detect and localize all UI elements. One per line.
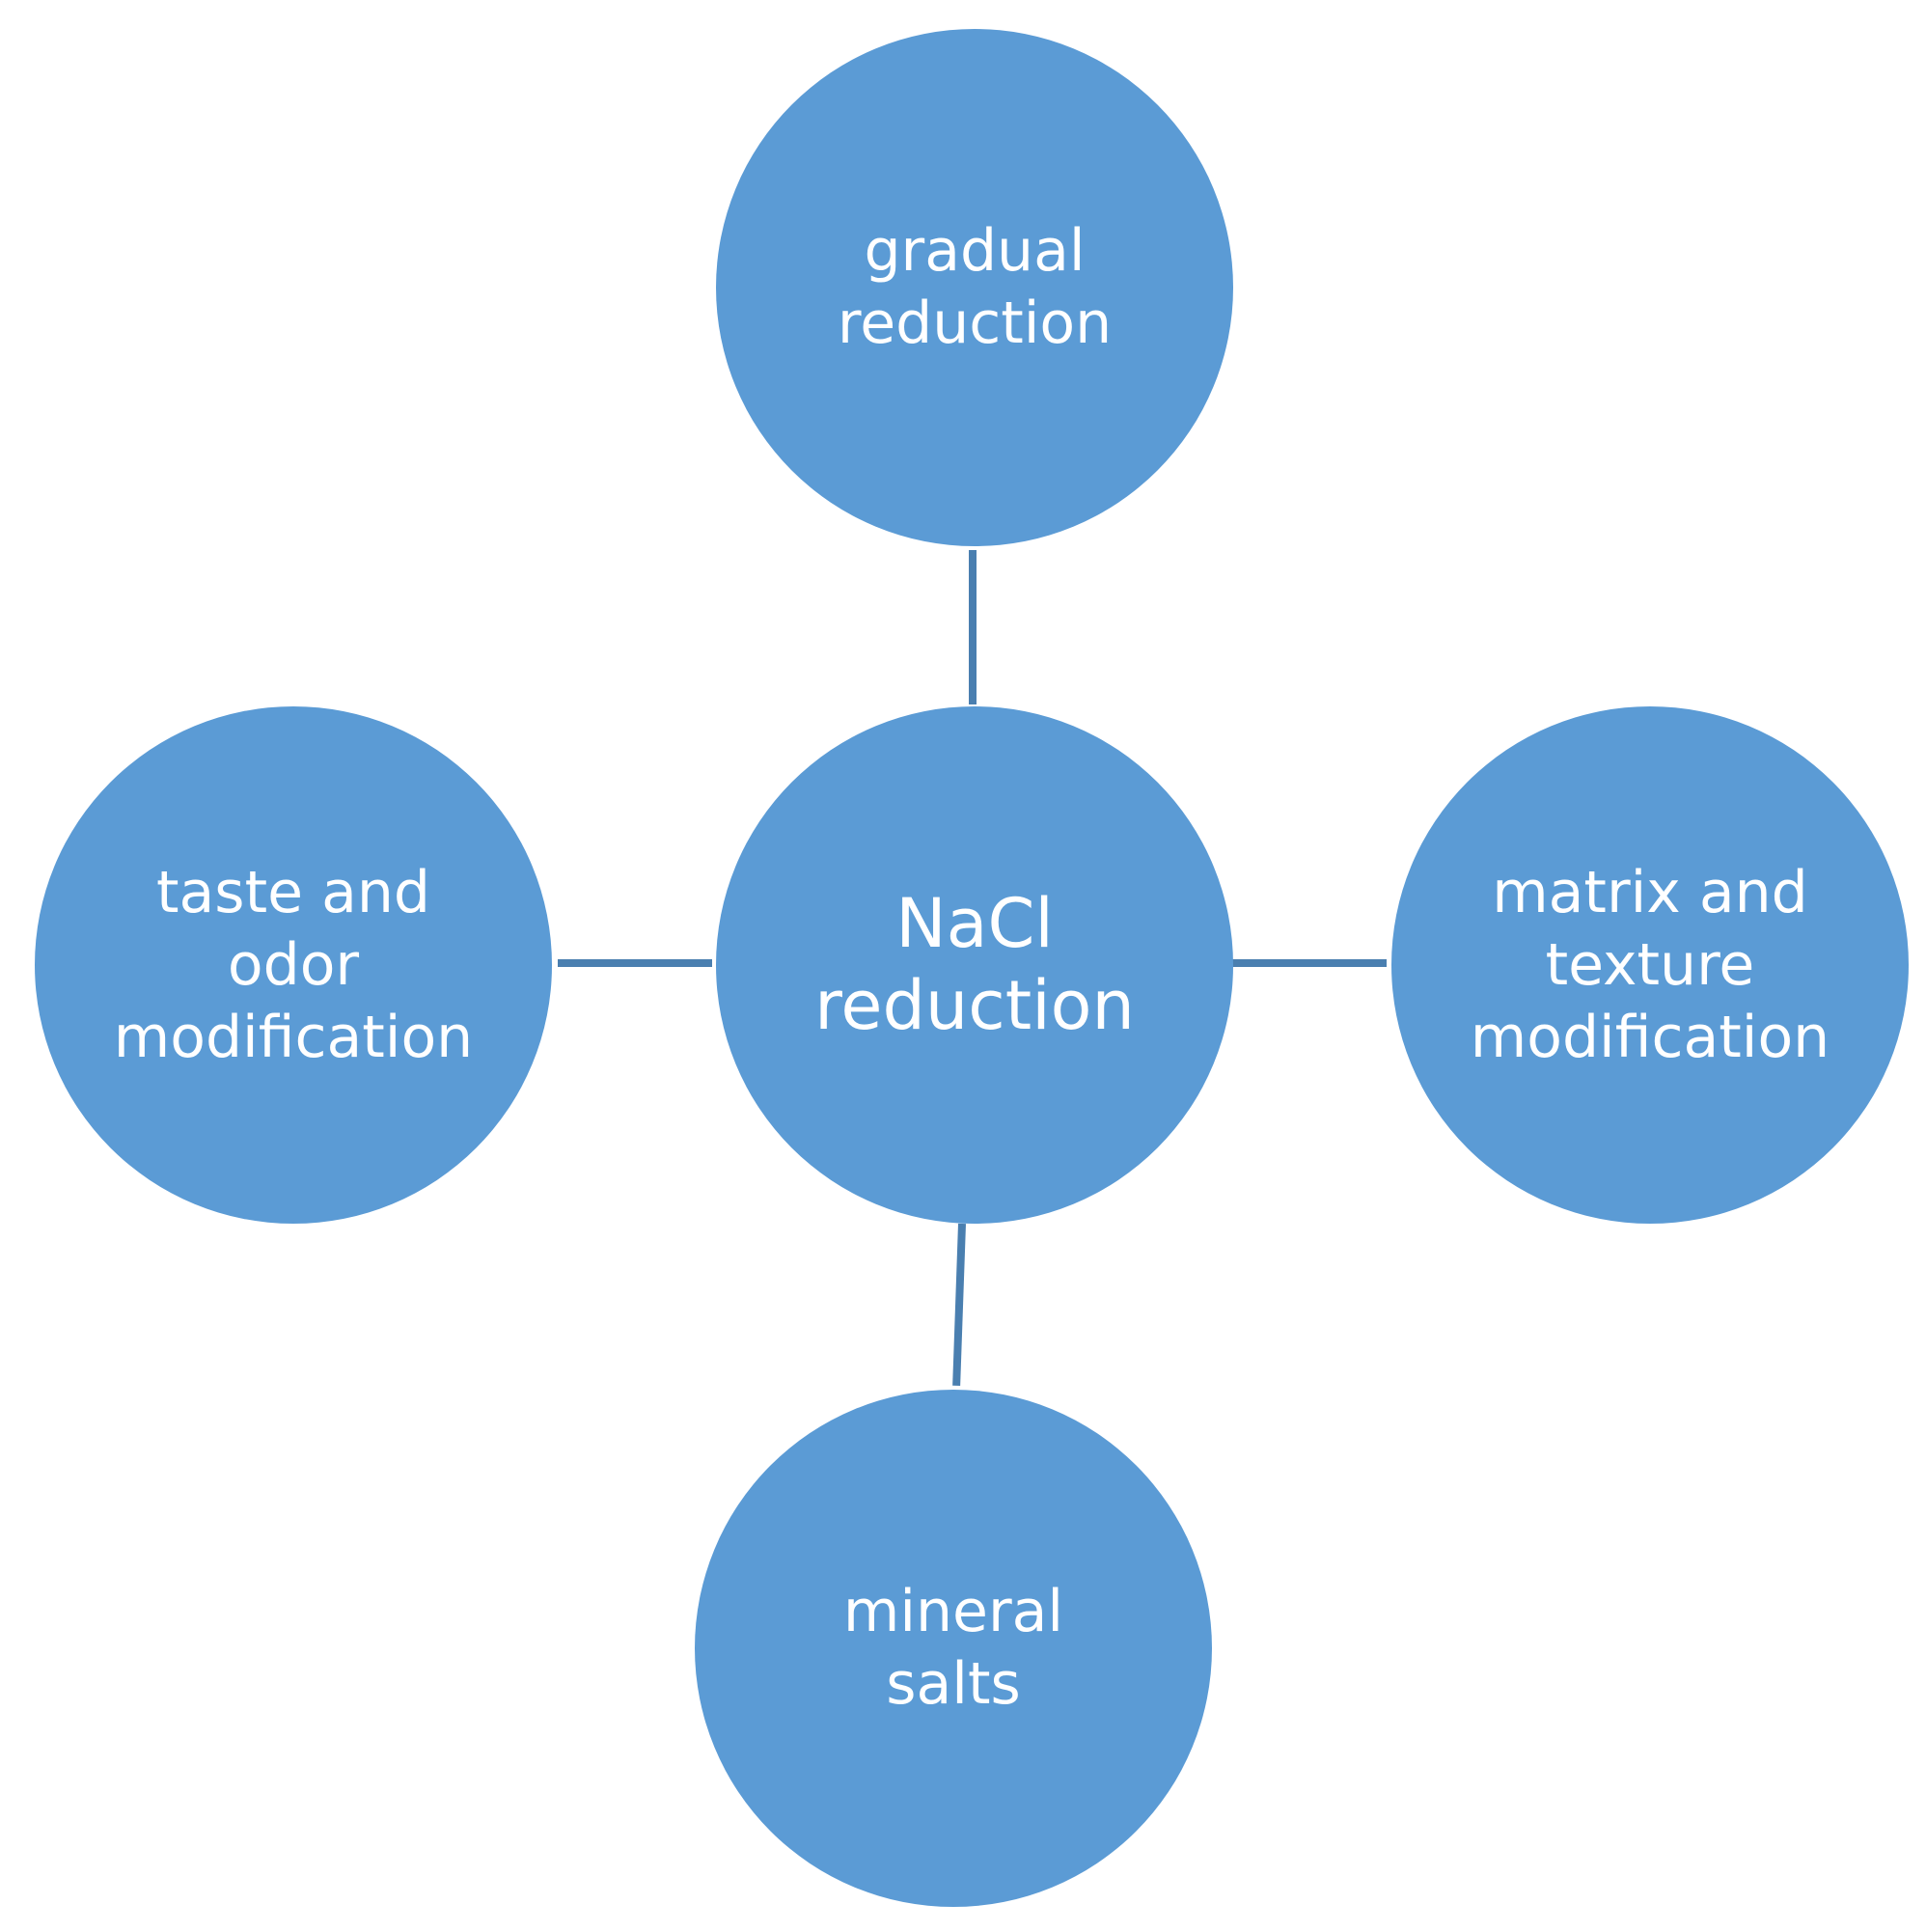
- node-label: NaCl reduction: [814, 883, 1135, 1045]
- node-matrix-texture-modification: matrix and texture modification: [1391, 706, 1909, 1224]
- node-label: taste and odor modification: [113, 858, 474, 1071]
- node-mineral-salts: mineral salts: [695, 1390, 1212, 1907]
- node-taste-odor-modification: taste and odor modification: [35, 706, 552, 1224]
- connector-bottom: [952, 1223, 966, 1387]
- node-label: matrix and texture modification: [1470, 858, 1830, 1071]
- node-label: gradual reduction: [837, 217, 1113, 357]
- connector-right: [1232, 959, 1387, 967]
- connector-left: [558, 959, 712, 967]
- node-nacl-reduction: NaCl reduction: [716, 706, 1233, 1224]
- node-label: mineral salts: [842, 1578, 1064, 1718]
- node-gradual-reduction: gradual reduction: [716, 29, 1233, 546]
- connector-top: [969, 550, 977, 704]
